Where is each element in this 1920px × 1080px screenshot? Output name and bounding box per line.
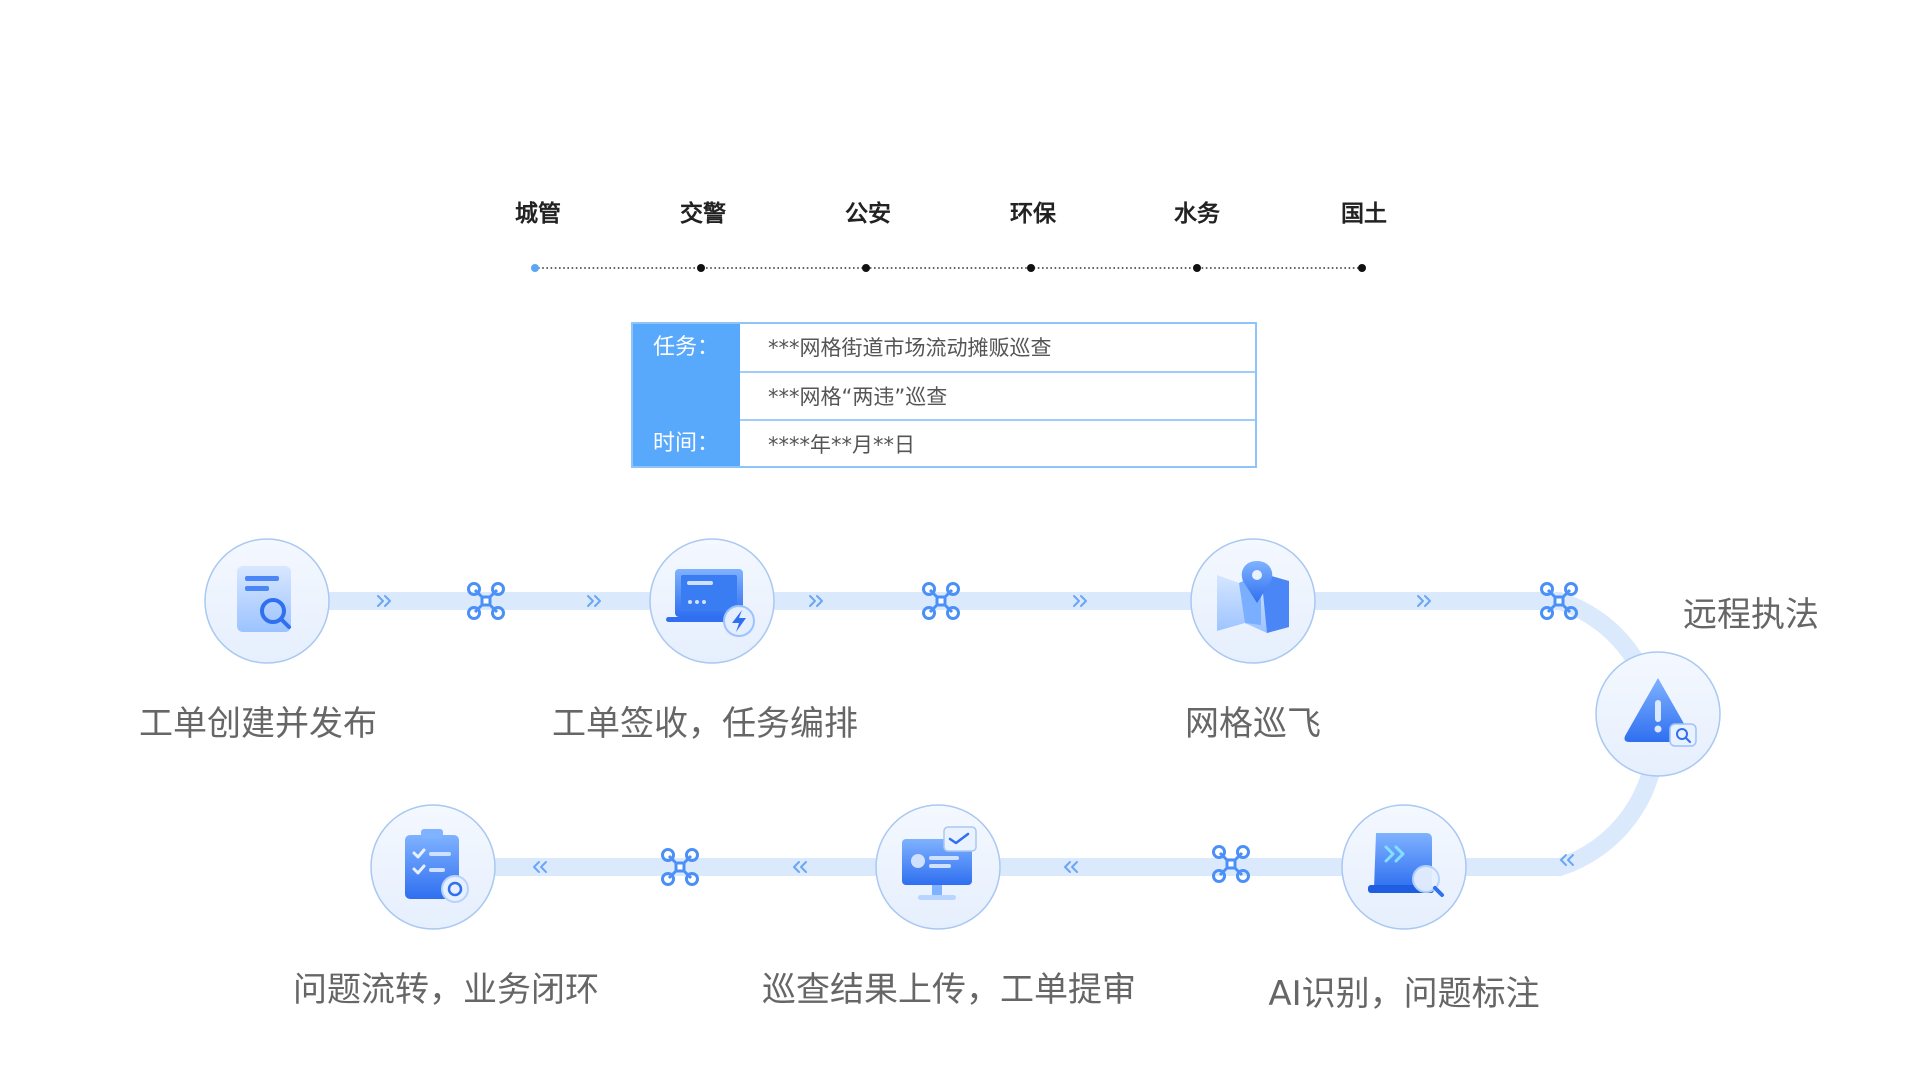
tab-shuiwu[interactable]: 水务 [1174, 201, 1220, 227]
arrow-right-icon [809, 595, 823, 607]
step-6-label: 巡查结果上传，工单提审 [762, 970, 1136, 1010]
row-divider [740, 371, 1255, 373]
arrow-left-icon [533, 861, 547, 873]
arrow-right-icon [1073, 595, 1087, 607]
document-search-icon [237, 566, 291, 632]
task-value-1: ***网格街道市场流动摊贩巡查 [768, 336, 1052, 360]
tab-jiaojing[interactable]: 交警 [680, 201, 726, 227]
arrow-right-icon [587, 595, 601, 607]
arrow-right-icon [1417, 595, 1431, 607]
step-5-label: AI识别，问题标注 [1268, 974, 1540, 1014]
time-value: ****年**月**日 [768, 433, 915, 457]
timeline-node [1193, 264, 1201, 272]
monitor-upload-icon [902, 826, 977, 900]
screen-ai-scan-icon [1368, 833, 1444, 897]
time-label: 时间： [653, 431, 720, 456]
arrow-left-icon [793, 861, 807, 873]
task-label: 任务： [653, 335, 720, 360]
warning-search-icon [1624, 678, 1697, 747]
timeline-node [697, 264, 705, 272]
step-7-label: 问题流转，业务闭环 [293, 970, 599, 1010]
department-timeline [531, 264, 1366, 272]
laptop-lightning-icon [666, 569, 755, 637]
arrow-left-icon [1064, 861, 1078, 873]
arrow-right-icon [377, 595, 391, 607]
step-2-label: 工单签收，任务编排 [552, 704, 858, 744]
tab-huanbao[interactable]: 环保 [1010, 201, 1056, 227]
step-4-label: 远程执法 [1683, 595, 1819, 635]
task-info-table: 任务： 时间： ***网格街道市场流动摊贩巡查 ***网格“两违”巡查 ****… [631, 322, 1257, 468]
tab-guotu[interactable]: 国土 [1341, 201, 1387, 227]
arrow-left-icon [1560, 854, 1574, 866]
tab-gongan[interactable]: 公安 [845, 201, 891, 227]
timeline-node [862, 264, 870, 272]
task-value-2: ***网格“两违”巡查 [768, 385, 948, 409]
map-pin-icon [1217, 561, 1289, 633]
flow-arrows [377, 595, 1574, 873]
tab-chengguan[interactable]: 城管 [515, 201, 561, 227]
step-1-label: 工单创建并发布 [139, 704, 377, 744]
timeline-node [1358, 264, 1366, 272]
clipboard-checklist-icon [405, 829, 469, 903]
timeline-node [1027, 264, 1035, 272]
row-divider [740, 419, 1255, 421]
step-3-label: 网格巡飞 [1185, 704, 1321, 744]
timeline-node [531, 264, 539, 272]
label-column [633, 324, 740, 466]
